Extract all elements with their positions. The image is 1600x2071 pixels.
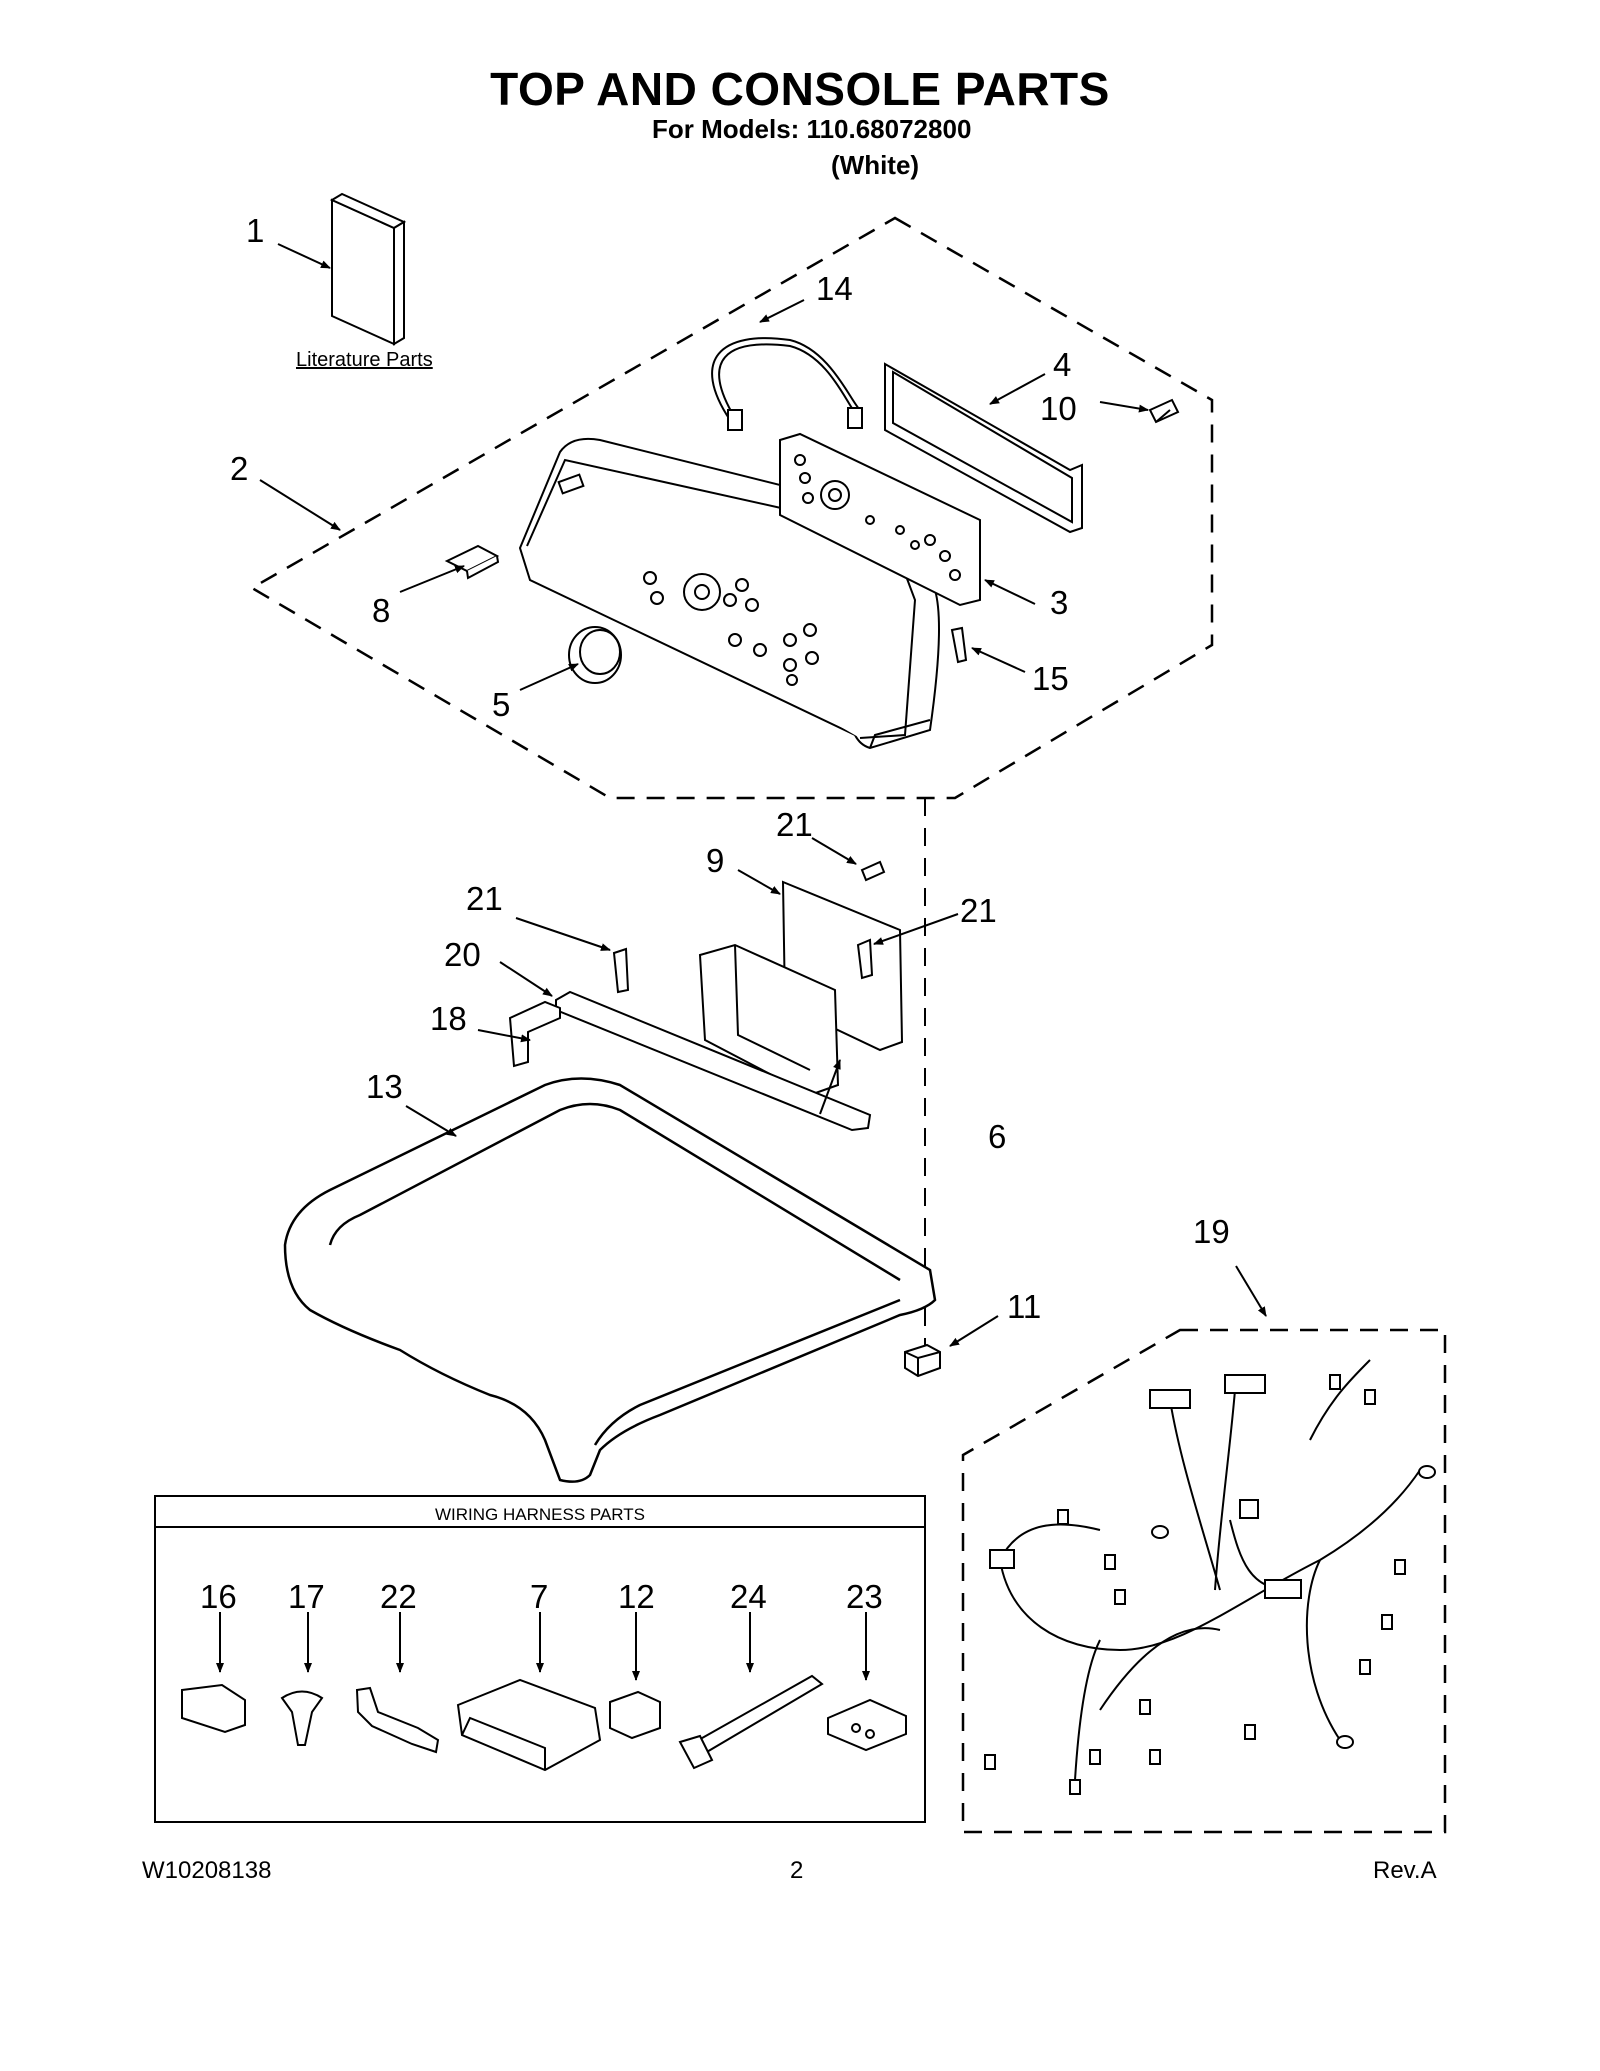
callout-8: 8 bbox=[372, 592, 390, 629]
callout-9: 9 bbox=[706, 842, 724, 879]
harness-box-title: WIRING HARNESS PARTS bbox=[434, 1505, 645, 1524]
main-wiring-harness-part bbox=[999, 1359, 1421, 1781]
harness-connector-part-7 bbox=[456, 1678, 602, 1772]
harness-ring-terminals bbox=[1151, 1465, 1436, 1749]
harness-connector-blocks bbox=[984, 1374, 1406, 1795]
console-back-panel-part bbox=[884, 362, 1083, 534]
callout-3: 3 bbox=[1050, 584, 1068, 621]
callout-16: 16 bbox=[200, 1578, 237, 1615]
callout-4: 4 bbox=[1053, 346, 1071, 383]
callout-21b: 21 bbox=[960, 892, 997, 929]
console-bracket-part bbox=[444, 544, 500, 580]
callout-18: 18 bbox=[430, 1000, 467, 1037]
literature-book-part bbox=[329, 192, 407, 346]
callout-21a: 21 bbox=[776, 806, 813, 843]
leader-lines bbox=[216, 243, 1267, 1681]
callout-21c: 21 bbox=[466, 880, 503, 917]
screw-part-15 bbox=[950, 626, 968, 664]
foot-part bbox=[904, 1343, 941, 1378]
angle-bracket-part bbox=[508, 1000, 561, 1068]
callout-14: 14 bbox=[816, 270, 853, 307]
screw-part-21c bbox=[612, 947, 630, 994]
harness-clip-part-16 bbox=[181, 1683, 246, 1734]
screw-part-21b bbox=[856, 938, 874, 980]
callout-15: 15 bbox=[1032, 660, 1069, 697]
revision-label: Rev.A bbox=[1373, 1857, 1437, 1884]
harness-connector-part-12 bbox=[609, 1690, 661, 1740]
console-assembly-boundary bbox=[249, 216, 1214, 800]
document-number: W10208138 bbox=[142, 1857, 272, 1884]
callout-20: 20 bbox=[444, 936, 481, 973]
main-harness-boundary bbox=[961, 1328, 1447, 1834]
screw-part-10 bbox=[1148, 398, 1180, 424]
callout-11: 11 bbox=[1007, 1288, 1041, 1325]
top-panel-part bbox=[283, 1077, 937, 1483]
callout-24: 24 bbox=[730, 1578, 767, 1615]
harness-clip-part-17 bbox=[280, 1690, 324, 1746]
callout-17: 17 bbox=[288, 1578, 325, 1615]
control-board-part bbox=[779, 432, 981, 607]
callout-19: 19 bbox=[1193, 1213, 1230, 1250]
callout-12: 12 bbox=[618, 1578, 655, 1615]
literature-parts-label: Literature Parts bbox=[296, 349, 433, 371]
callout-2: 2 bbox=[230, 450, 248, 487]
callout-23: 23 bbox=[846, 1578, 883, 1615]
callout-10: 10 bbox=[1040, 390, 1077, 427]
models-subtitle: For Models: 110.68072800 bbox=[652, 114, 972, 144]
console-knob-part bbox=[568, 626, 622, 684]
screw-part-21a bbox=[860, 860, 886, 882]
callout-7: 7 bbox=[530, 1578, 548, 1615]
callout-22: 22 bbox=[380, 1578, 417, 1615]
harness-cable-tie-part-24 bbox=[678, 1674, 824, 1770]
harness-insulator-part-23 bbox=[827, 1698, 907, 1752]
callout-6: 6 bbox=[988, 1118, 1006, 1155]
console-wire-harness-part bbox=[711, 337, 863, 431]
callout-5: 5 bbox=[492, 686, 510, 723]
callout-1: 1 bbox=[246, 212, 264, 249]
page-number: 2 bbox=[790, 1857, 804, 1884]
color-subtitle: (White) bbox=[831, 150, 920, 180]
callout-13: 13 bbox=[366, 1068, 403, 1105]
page-title: TOP AND CONSOLE PARTS bbox=[490, 63, 1110, 115]
harness-terminal-part-22 bbox=[355, 1686, 440, 1754]
harness-parts-box bbox=[154, 1495, 926, 1823]
machine-control-part bbox=[698, 943, 840, 1097]
